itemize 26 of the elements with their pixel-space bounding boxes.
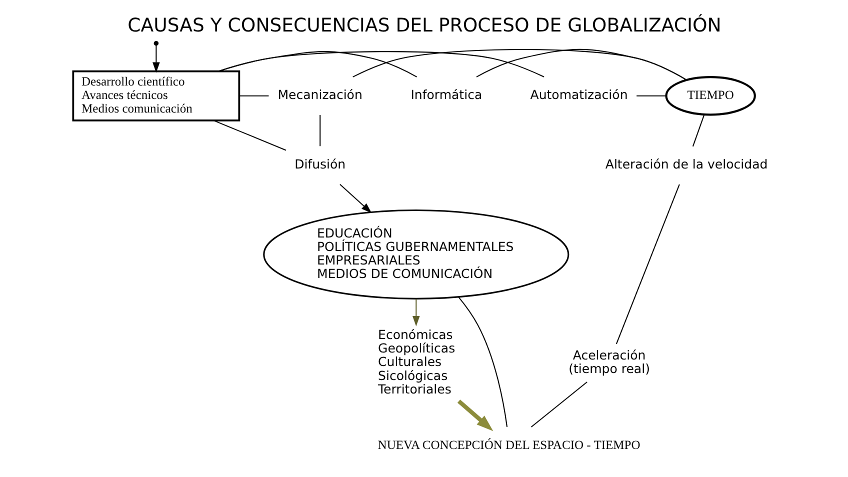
node-box: Desarrollo científico Avances técnicos Medios comunicación bbox=[72, 70, 240, 122]
connector bbox=[212, 120, 286, 151]
connector bbox=[238, 95, 268, 96]
connector bbox=[692, 114, 704, 147]
node-text: Alteración de la velocidad bbox=[604, 156, 768, 172]
arrow bbox=[412, 298, 420, 326]
arrow bbox=[339, 184, 372, 214]
node-text: Informática bbox=[410, 87, 482, 102]
connector bbox=[218, 51, 544, 78]
node-ellipse: EDUCACIÓN POLÍTICAS GUBERNAMENTALES EMPRESARIALES MEDIOS DE COMUNICACIÓN bbox=[262, 209, 569, 300]
connector bbox=[352, 49, 686, 80]
node-text: Mecanización bbox=[277, 87, 362, 102]
diagram-title: CAUSAS Y CONSECUENCIAS DEL PROCESO DE GLOBALIZACIÓN bbox=[127, 15, 721, 36]
connector bbox=[615, 184, 680, 344]
connector bbox=[319, 114, 320, 146]
node-text: Económicas Geopolíticas Culturales Sicológicas Territoriales bbox=[378, 327, 455, 396]
connector bbox=[636, 95, 666, 96]
arrow bbox=[456, 400, 493, 432]
arrow bbox=[152, 45, 160, 73]
node-text: Difusión bbox=[294, 156, 346, 172]
node-text: NUEVA CONCEPCIÓN DEL ESPACIO - TIEMPO bbox=[377, 438, 640, 452]
node-text: Automatización bbox=[530, 87, 628, 102]
connector bbox=[458, 296, 508, 427]
connector bbox=[530, 382, 587, 428]
node-text: Aceleración (tiempo real) bbox=[568, 347, 650, 376]
node-ellipse: TIEMPO bbox=[664, 76, 756, 116]
